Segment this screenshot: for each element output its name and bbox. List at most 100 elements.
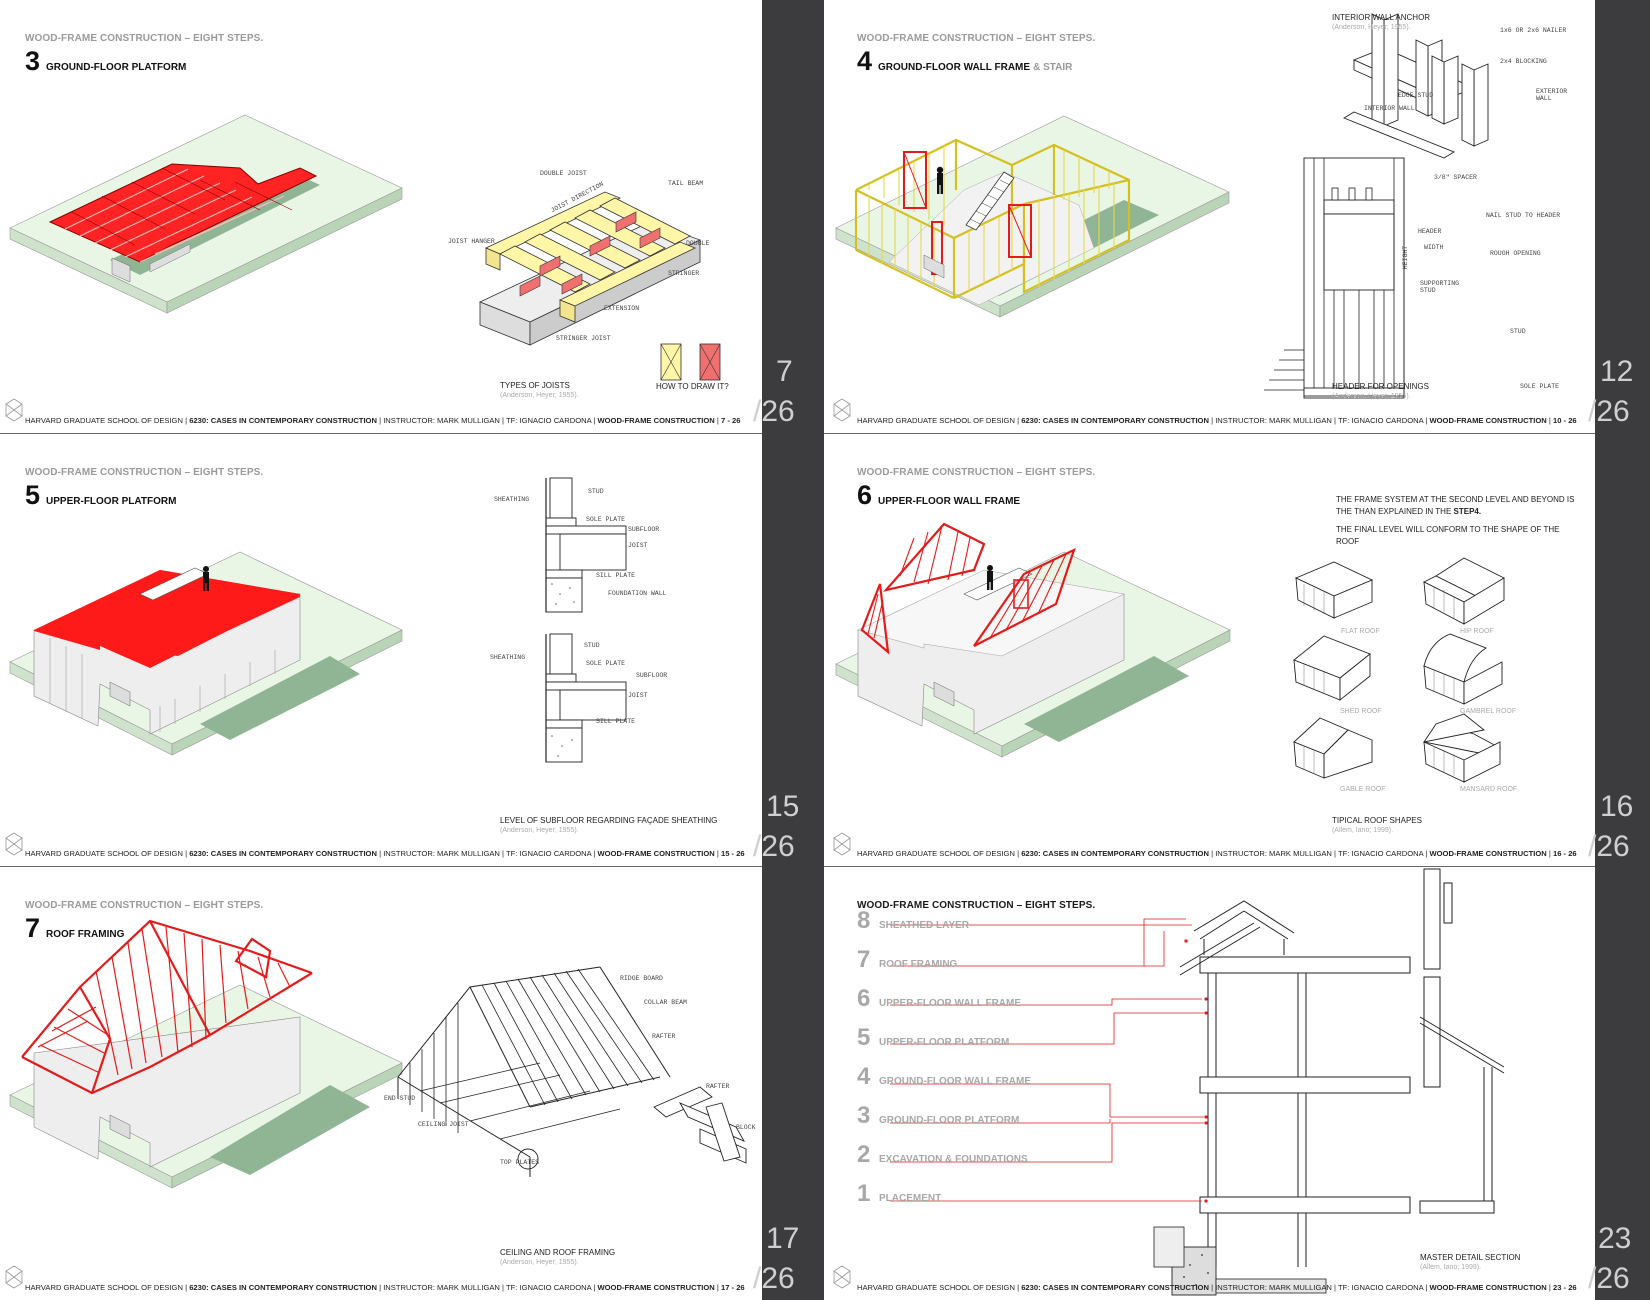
label-sole-plate: SOLE PLATE bbox=[1520, 383, 1560, 390]
series-title: WOOD-FRAME CONSTRUCTION – EIGHT STEPS. bbox=[25, 900, 264, 911]
step-number: 4 bbox=[857, 46, 873, 76]
page-number-15: 15 bbox=[766, 790, 800, 823]
label-subfloor: SUBFLOOR bbox=[628, 526, 660, 533]
page-number-17: 17 bbox=[766, 1222, 800, 1255]
label-stringer: STRINGER bbox=[668, 270, 700, 277]
body-text-final-level: THE FINAL LEVEL WILL CONFORM TO THE SHAP… bbox=[1336, 525, 1560, 546]
sidebar-right bbox=[1595, 0, 1650, 1300]
page-total-17: /26 bbox=[753, 1262, 795, 1295]
series-title: WOOD-FRAME CONSTRUCTION – EIGHT STEPS. bbox=[857, 900, 1096, 911]
roof-label-gable: GABLE ROOF bbox=[1340, 786, 1386, 793]
label-stud: STUD bbox=[1510, 328, 1526, 335]
label-top-plates: TOP PLATES bbox=[500, 1159, 540, 1166]
source-interior-wall-anchor: (Anderson, Heyer; 1955). bbox=[1332, 24, 1411, 31]
label-double-joist: DOUBLE JOIST bbox=[540, 170, 587, 177]
label-end-stud: END STUD bbox=[384, 1095, 416, 1102]
step-title: GROUND-FLOOR PLATFORM bbox=[46, 62, 187, 73]
master-detail-section-drawing bbox=[890, 868, 1505, 1296]
label-joist-hanger: JOIST HANGER bbox=[448, 238, 495, 245]
slide-title: 4 GROUND-FLOOR WALL FRAME & STAIR bbox=[857, 48, 1072, 75]
step-title: GROUND-FLOOR WALL FRAME bbox=[878, 62, 1031, 73]
label-sole-plate: SOLE PLATE bbox=[586, 516, 626, 523]
series-title: WOOD-FRAME CONSTRUCTION – EIGHT STEPS. bbox=[857, 467, 1096, 478]
label-stud-2: STUD bbox=[584, 642, 600, 649]
caption-header-for-openings: HEADER FOR OPENINGS bbox=[1332, 382, 1429, 391]
label-ceiling-joist: CEILING JOIST bbox=[418, 1121, 469, 1128]
caption-master-detail: MASTER DETAIL SECTION bbox=[1420, 1253, 1521, 1262]
step-title: ROOF FRAMING bbox=[46, 929, 125, 940]
body-text-frame-system: THE FRAME SYSTEM AT THE SECOND LEVEL AND… bbox=[1336, 495, 1575, 516]
school-logo-icon bbox=[833, 1265, 851, 1289]
row-divider bbox=[0, 866, 762, 867]
series-title: WOOD-FRAME CONSTRUCTION – EIGHT STEPS. bbox=[857, 33, 1096, 44]
slide-step-7: WOOD-FRAME CONSTRUCTION – EIGHT STEPS. 7… bbox=[0, 867, 762, 1300]
slide-master-section: WOOD-FRAME CONSTRUCTION – EIGHT STEPS. bbox=[824, 867, 1595, 1300]
label-rafter-2: RAFTER bbox=[706, 1083, 730, 1090]
slide-step-3: WOOD-FRAME CONSTRUCTION – EIGHT STEPS. 3… bbox=[0, 0, 762, 433]
slide-title: 6 UPPER-FLOOR WALL FRAME bbox=[857, 482, 1020, 509]
slide-step-5: WOOD-FRAME CONSTRUCTION – EIGHT STEPS. 5… bbox=[0, 434, 762, 866]
roof-label-flat: FLAT ROOF bbox=[1341, 628, 1380, 635]
caption-subfloor-level: LEVEL OF SUBFLOOR REGARDING FAÇADE SHEAT… bbox=[500, 816, 718, 825]
slide-step-4: WOOD-FRAME CONSTRUCTION – EIGHT STEPS. 4… bbox=[824, 0, 1595, 433]
school-logo-icon bbox=[5, 398, 23, 422]
subfloor-sheathing-section bbox=[545, 477, 627, 763]
label-tail-beam: TAIL BEAM bbox=[668, 180, 704, 187]
school-logo-icon bbox=[833, 832, 851, 856]
ground-floor-platform-model bbox=[9, 114, 403, 314]
source-roof-shapes: (Allem, Iano; 1999). bbox=[1332, 827, 1394, 834]
step-number: 6 bbox=[857, 480, 873, 510]
sidebar-left bbox=[762, 0, 824, 1300]
row-divider bbox=[0, 433, 762, 434]
label-nailer: 1x6 OR 2x6 NAILER bbox=[1500, 27, 1567, 34]
step-number: 3 bbox=[25, 46, 41, 76]
caption-roof-shapes: TIPICAL ROOF SHAPES bbox=[1332, 816, 1422, 825]
page-number-12: 12 bbox=[1600, 355, 1634, 388]
school-logo-icon bbox=[833, 398, 851, 422]
caption-ceiling-roof-framing: CEILING AND ROOF FRAMING bbox=[500, 1248, 616, 1257]
label-edge-stud: EDGE STUD bbox=[1398, 92, 1434, 99]
label-subfloor-2: SUBFLOOR bbox=[636, 672, 668, 679]
label-stringer-joist: STRINGER JOIST bbox=[556, 335, 611, 342]
slide-footer: HARVARD GRADUATE SCHOOL OF DESIGN | 6230… bbox=[857, 849, 1577, 858]
label-sheathing-2: SHEATHING bbox=[490, 654, 526, 661]
slide-footer: HARVARD GRADUATE SCHOOL OF DESIGN | 6230… bbox=[857, 1283, 1577, 1292]
label-spacer: 3/8" SPACER bbox=[1434, 174, 1477, 181]
page-total-15: /26 bbox=[753, 830, 795, 863]
slide-footer: HARVARD GRADUATE SCHOOL OF DESIGN | 6230… bbox=[25, 416, 741, 425]
school-logo-icon bbox=[5, 832, 23, 856]
label-supporting-stud: SUPPORTING STUD bbox=[1420, 280, 1460, 294]
row-divider bbox=[824, 433, 1595, 434]
label-height: HEIGHT bbox=[1402, 245, 1410, 270]
ground-floor-wall-frame-model bbox=[835, 115, 1230, 318]
page-total-23: /26 bbox=[1588, 1262, 1630, 1295]
page-total-12: /26 bbox=[1588, 395, 1630, 428]
label-nail-stud: NAIL STUD TO HEADER bbox=[1486, 212, 1561, 219]
label-joist: JOIST bbox=[628, 542, 648, 549]
page-number-16: 16 bbox=[1600, 790, 1634, 823]
slide-title: 7 ROOF FRAMING bbox=[25, 915, 124, 942]
label-interior-wall: INTERIOR WALL bbox=[1364, 105, 1415, 112]
source-types-of-joists: (Anderson, Heyer; 1955). bbox=[500, 392, 579, 399]
label-rafter: RAFTER bbox=[652, 1033, 676, 1040]
source-header-for-openings: (Anderson, Heyer; 1955). bbox=[1332, 393, 1411, 400]
roof-label-gambrel: GAMBREL ROOF bbox=[1460, 708, 1517, 715]
roof-framing-model bbox=[9, 919, 403, 1189]
step-number: 7 bbox=[25, 913, 41, 943]
roof-label-mansard: MANSARD ROOF bbox=[1460, 786, 1518, 793]
series-title: WOOD-FRAME CONSTRUCTION – EIGHT STEPS. bbox=[25, 33, 264, 44]
source-ceiling-roof-framing: (Anderson, Heyer; 1955). bbox=[500, 1259, 579, 1266]
label-sole-plate-2: SOLE PLATE bbox=[586, 660, 626, 667]
caption-types-of-joists: TYPES OF JOISTS bbox=[500, 381, 570, 390]
label-header: HEADER bbox=[1418, 228, 1442, 235]
series-title: WOOD-FRAME CONSTRUCTION – EIGHT STEPS. bbox=[25, 467, 264, 478]
step-number: 5 bbox=[25, 480, 41, 510]
slide-step-6: WOOD-FRAME CONSTRUCTION – EIGHT STEPS. 6… bbox=[824, 434, 1595, 866]
school-logo-icon bbox=[5, 1265, 23, 1289]
roof-shapes-drawing bbox=[1293, 557, 1505, 783]
